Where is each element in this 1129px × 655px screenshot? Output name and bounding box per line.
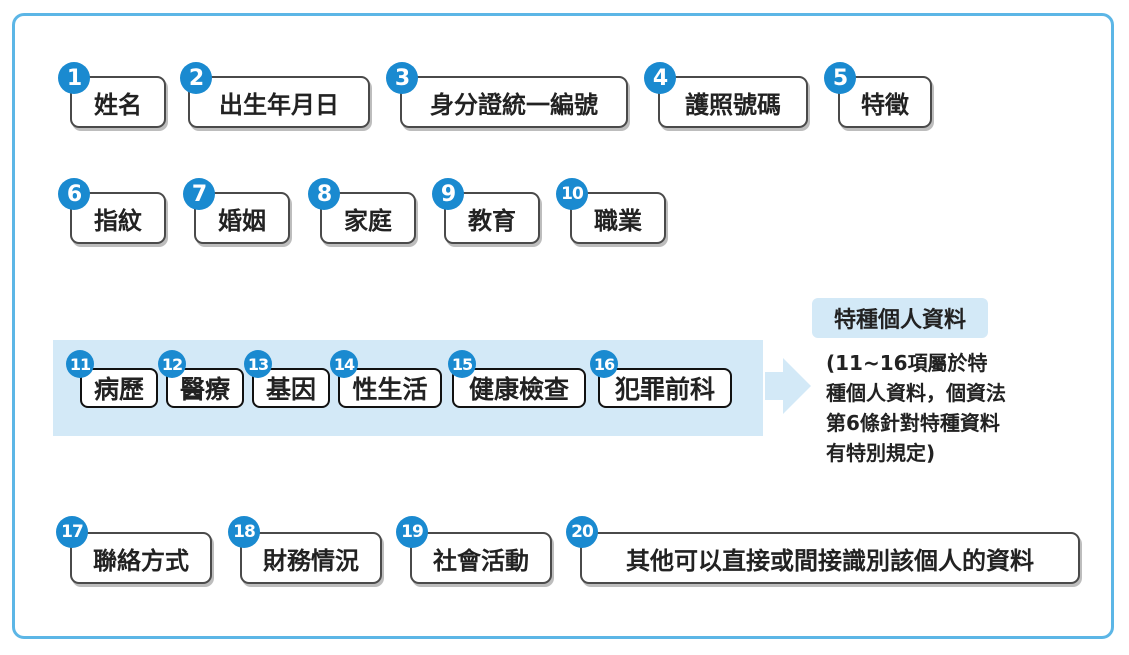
item-14-tag: 性生活 — [338, 368, 442, 408]
item-label: 病歷 — [93, 375, 144, 404]
item-label: 性生活 — [352, 375, 428, 404]
item-6-badge: 6 — [58, 178, 90, 210]
item-label: 聯絡方式 — [93, 546, 189, 575]
item-label: 職業 — [594, 206, 642, 235]
item-19-tag: 社會活動 — [410, 532, 552, 584]
item-11-tag: 病歷 — [80, 368, 158, 408]
item-12-badge: 12 — [158, 350, 186, 378]
item-13-badge: 13 — [244, 350, 272, 378]
item-label: 身分證統一編號 — [430, 90, 598, 119]
item-15-badge: 15 — [448, 350, 476, 378]
item-1-tag: 姓名 — [70, 76, 166, 128]
item-label: 姓名 — [94, 90, 142, 119]
item-1-badge: 1 — [58, 62, 90, 94]
item-4-tag: 護照號碼 — [658, 76, 808, 128]
item-label: 婚姻 — [218, 206, 266, 235]
item-11-badge: 11 — [66, 350, 94, 378]
item-label: 指紋 — [94, 206, 142, 235]
item-15-tag: 健康檢查 — [452, 368, 586, 408]
item-2-tag: 出生年月日 — [188, 76, 370, 128]
note-line: (11~16項屬於特 — [826, 351, 988, 375]
outer-frame — [12, 13, 1114, 639]
note-line: 有特別規定) — [826, 441, 936, 465]
item-12-tag: 醫療 — [166, 368, 244, 408]
item-10-badge: 10 — [556, 178, 588, 210]
special-note: (11~16項屬於特 種個人資料，個資法 第6條針對特種資料 有特別規定) — [826, 348, 1062, 468]
item-label: 社會活動 — [433, 546, 529, 575]
item-8-badge: 8 — [308, 178, 340, 210]
item-18-tag: 財務情況 — [240, 532, 382, 584]
special-title: 特種個人資料 — [812, 298, 988, 338]
item-label: 護照號碼 — [685, 90, 781, 119]
item-3-tag: 身分證統一編號 — [400, 76, 628, 128]
item-label: 基因 — [265, 375, 316, 404]
item-3-badge: 3 — [386, 62, 418, 94]
item-label: 出生年月日 — [219, 90, 339, 119]
item-5-badge: 5 — [824, 62, 856, 94]
item-label: 其他可以直接或間接識別該個人的資料 — [626, 546, 1034, 575]
note-line: 種個人資料，個資法 — [826, 381, 1006, 405]
item-20-tag: 其他可以直接或間接識別該個人的資料 — [580, 532, 1080, 584]
item-label: 醫療 — [179, 375, 230, 404]
item-9-badge: 9 — [432, 178, 464, 210]
item-20-badge: 20 — [566, 516, 598, 548]
item-16-tag: 犯罪前科 — [598, 368, 732, 408]
arrow-right-icon — [765, 358, 811, 414]
item-18-badge: 18 — [228, 516, 260, 548]
item-19-badge: 19 — [396, 516, 428, 548]
item-16-badge: 16 — [590, 350, 618, 378]
item-label: 教育 — [468, 206, 516, 235]
item-17-badge: 17 — [56, 516, 88, 548]
item-label: 特徵 — [861, 90, 909, 119]
item-14-badge: 14 — [330, 350, 358, 378]
item-label: 犯罪前科 — [614, 375, 715, 404]
item-label: 家庭 — [344, 206, 392, 235]
note-line: 第6條針對特種資料 — [826, 411, 1000, 435]
item-2-badge: 2 — [180, 62, 212, 94]
item-7-badge: 7 — [183, 178, 215, 210]
item-label: 健康檢查 — [468, 375, 569, 404]
item-label: 財務情況 — [263, 546, 359, 575]
item-4-badge: 4 — [644, 62, 676, 94]
item-17-tag: 聯絡方式 — [70, 532, 212, 584]
